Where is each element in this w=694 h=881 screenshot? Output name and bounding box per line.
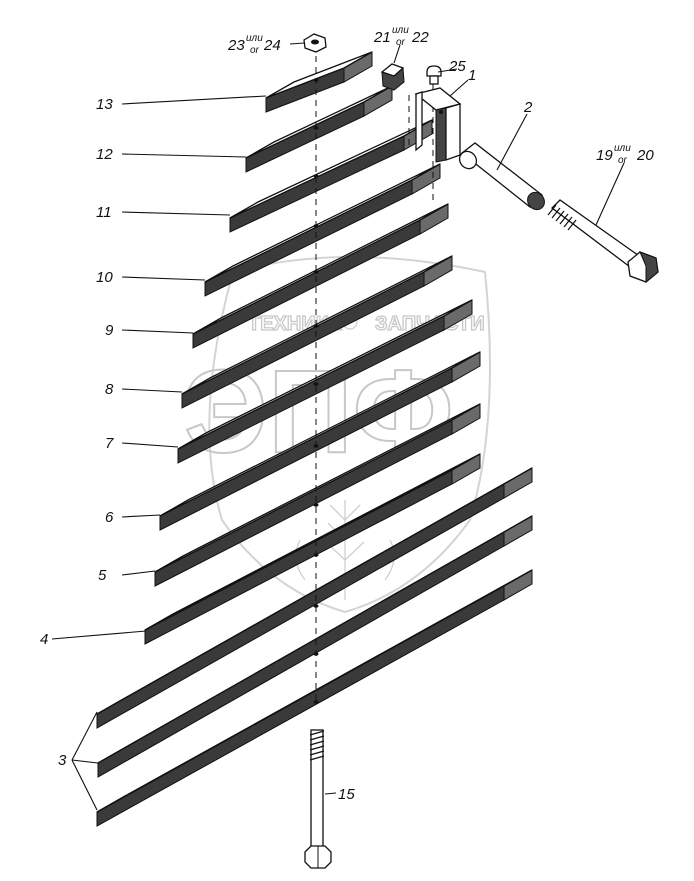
label-11: 11: [96, 204, 112, 221]
leaf-12: [245, 85, 393, 173]
label-25: 25: [448, 58, 466, 75]
leaf-9: [192, 203, 449, 349]
leader-lines: [51, 42, 625, 811]
label-6: 6: [105, 509, 114, 526]
leaf-3-bottom: [96, 569, 533, 827]
label-8: 8: [105, 381, 114, 398]
leaf-5: [154, 403, 481, 587]
watermark-logo-text: ЭПФ: [184, 346, 453, 478]
label-23-sup-lower: or: [250, 45, 260, 56]
label-21-sup-upper: или: [392, 25, 409, 36]
sleeve-2: [458, 142, 545, 211]
label-9: 9: [105, 322, 114, 339]
label-13: 13: [96, 96, 113, 113]
label-7: 7: [105, 435, 114, 452]
leaf-3-middle: [97, 515, 533, 778]
label-22: 22: [411, 29, 429, 46]
bolt-19-20: [547, 199, 659, 284]
label-21-sup-lower: or: [396, 37, 406, 48]
rivet-25: [426, 65, 442, 85]
label-23-sup-upper: или: [246, 33, 263, 44]
leaf-6: [159, 351, 481, 531]
part-labels: 13 12 11 10 9 8 7 6 5 4 3 15 2 1 25 23 и…: [40, 25, 654, 803]
center-bolt-15: [304, 729, 332, 869]
leaf-10: [204, 163, 441, 297]
label-10: 10: [96, 269, 113, 286]
label-4: 4: [40, 631, 48, 648]
leaf-8: [181, 255, 453, 409]
nut-23-24: [303, 33, 327, 53]
label-15: 15: [338, 786, 355, 803]
label-19-sup-lower: or: [618, 155, 628, 166]
leaf-13: [265, 51, 373, 113]
label-23: 23: [227, 37, 245, 54]
watermark: ТЕХНИКА ЗАПЧАСТИ ЭПФ: [183, 256, 491, 614]
label-20: 20: [636, 147, 654, 164]
nut-21-22: [380, 63, 405, 91]
leaf-3-top: [96, 467, 533, 729]
assembly-lines: [315, 56, 434, 700]
label-3: 3: [58, 752, 67, 769]
leaf-7: [177, 299, 473, 464]
label-2: 2: [523, 99, 533, 116]
leaf-4: [144, 453, 481, 645]
clamp-1: [414, 87, 462, 163]
leaf-11: [229, 119, 433, 233]
label-24: 24: [263, 37, 281, 54]
label-12: 12: [96, 146, 113, 163]
label-21: 21: [373, 29, 391, 46]
label-1: 1: [468, 67, 476, 84]
label-19: 19: [596, 147, 613, 164]
label-5: 5: [98, 567, 107, 584]
leaf-spring-stack: [96, 51, 533, 827]
label-19-sup-upper: или: [614, 143, 631, 154]
